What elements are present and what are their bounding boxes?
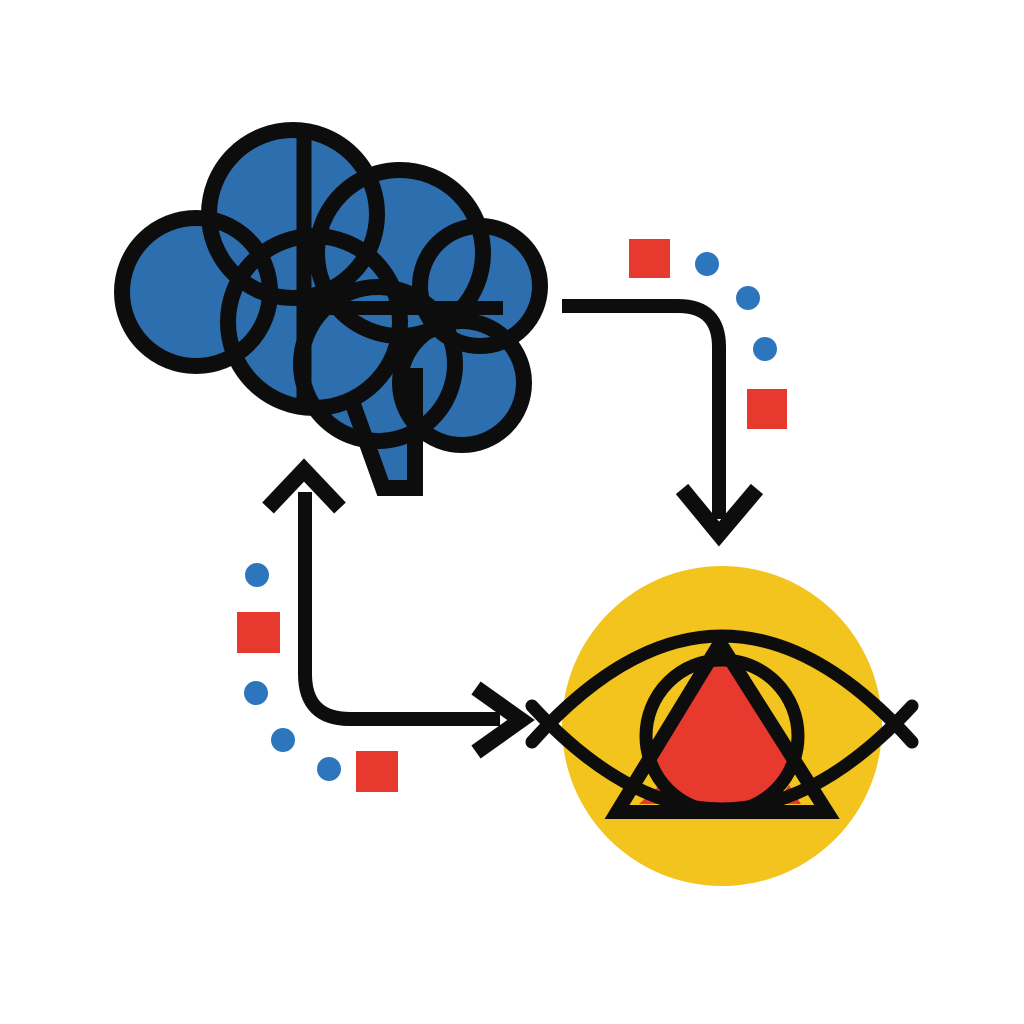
arrow-loop-right-head bbox=[471, 681, 535, 759]
accent-dot-top-3 bbox=[753, 337, 777, 361]
accent-square-top-2 bbox=[747, 389, 787, 429]
accent-dot-left-4 bbox=[317, 757, 341, 781]
accent-dot-left-2 bbox=[244, 681, 268, 705]
arrow-loop-shaft bbox=[298, 492, 500, 726]
accent-dot-top-2 bbox=[736, 286, 760, 310]
accent-square-left-2 bbox=[356, 751, 398, 792]
arrow-brain-to-eye-head bbox=[675, 483, 764, 547]
brain-lobe-outline-topleft bbox=[201, 122, 385, 306]
eye-pupil-fill bbox=[642, 656, 802, 812]
brain-lobe-outline-bottomright bbox=[392, 313, 532, 453]
brain-lobe-outline-right bbox=[412, 218, 548, 354]
accent-dot-left-3 bbox=[271, 728, 295, 752]
eye-upper-lid bbox=[525, 629, 919, 749]
accent-square-top-1 bbox=[629, 239, 670, 278]
arrow-loop-up-head bbox=[262, 458, 346, 514]
arrow-brain-to-eye-shaft bbox=[562, 299, 726, 519]
accent-square-left-1 bbox=[237, 612, 280, 653]
accent-dot-left-1 bbox=[245, 563, 269, 587]
accent-dot-top-1 bbox=[695, 252, 719, 276]
eye-lower-lid bbox=[525, 699, 919, 816]
